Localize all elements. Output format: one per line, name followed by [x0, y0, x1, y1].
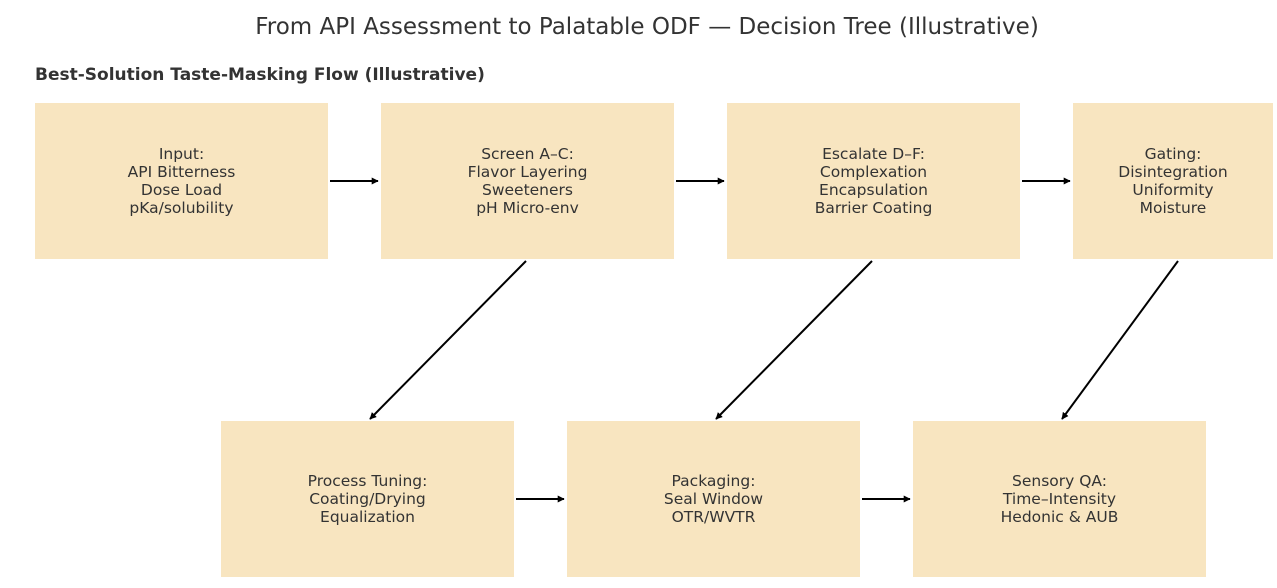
node-line: Flavor Layering — [467, 163, 588, 181]
node-line: Packaging: — [671, 472, 756, 490]
node-line: Disintegration — [1118, 163, 1228, 181]
node-line: Escalate D–F: — [822, 145, 925, 163]
node-line: Barrier Coating — [814, 199, 933, 217]
node-line: Time–Intensity — [1002, 490, 1117, 508]
node-line: Equalization — [320, 508, 415, 526]
node-line: Complexation — [819, 163, 928, 181]
node-escalate: Escalate D–F: Complexation Encapsulation… — [727, 103, 1020, 259]
node-line: Sweeteners — [481, 181, 573, 199]
node-screen: Screen A–C: Flavor Layering Sweeteners p… — [381, 103, 674, 259]
node-line: Dose Load — [140, 181, 223, 199]
node-line: pH Micro-env — [476, 199, 579, 217]
edge-gating-to-sensory — [1061, 260, 1179, 420]
node-line: Gating: — [1144, 145, 1202, 163]
node-line: pKa/solubility — [129, 199, 234, 217]
edge-screen-to-process — [369, 260, 527, 420]
node-sensory: Sensory QA: Time–Intensity Hedonic & AUB — [913, 421, 1206, 577]
node-line: Seal Window — [663, 490, 764, 508]
node-packaging: Packaging: Seal Window OTR/WVTR — [567, 421, 860, 577]
node-process: Process Tuning: Coating/Drying Equalizat… — [221, 421, 514, 577]
node-line: Moisture — [1139, 199, 1207, 217]
node-line: OTR/WVTR — [671, 508, 756, 526]
node-input: Input: API Bitterness Dose Load pKa/solu… — [35, 103, 328, 259]
node-line: Process Tuning: — [307, 472, 428, 490]
node-line: Sensory QA: — [1012, 472, 1107, 490]
node-line: Hedonic & AUB — [1000, 508, 1119, 526]
node-line: API Bitterness — [127, 163, 236, 181]
flow-title: Best-Solution Taste-Masking Flow (Illust… — [35, 65, 485, 85]
node-line: Input: — [158, 145, 205, 163]
node-line: Encapsulation — [819, 181, 928, 199]
node-line: Screen A–C: — [481, 145, 574, 163]
page-title: From API Assessment to Palatable ODF — D… — [255, 14, 1039, 40]
node-line: Uniformity — [1132, 181, 1214, 199]
node-line: Coating/Drying — [309, 490, 426, 508]
node-gating: Gating: Disintegration Uniformity Moistu… — [1073, 103, 1273, 259]
edge-escalate-to-packaging — [715, 260, 873, 420]
